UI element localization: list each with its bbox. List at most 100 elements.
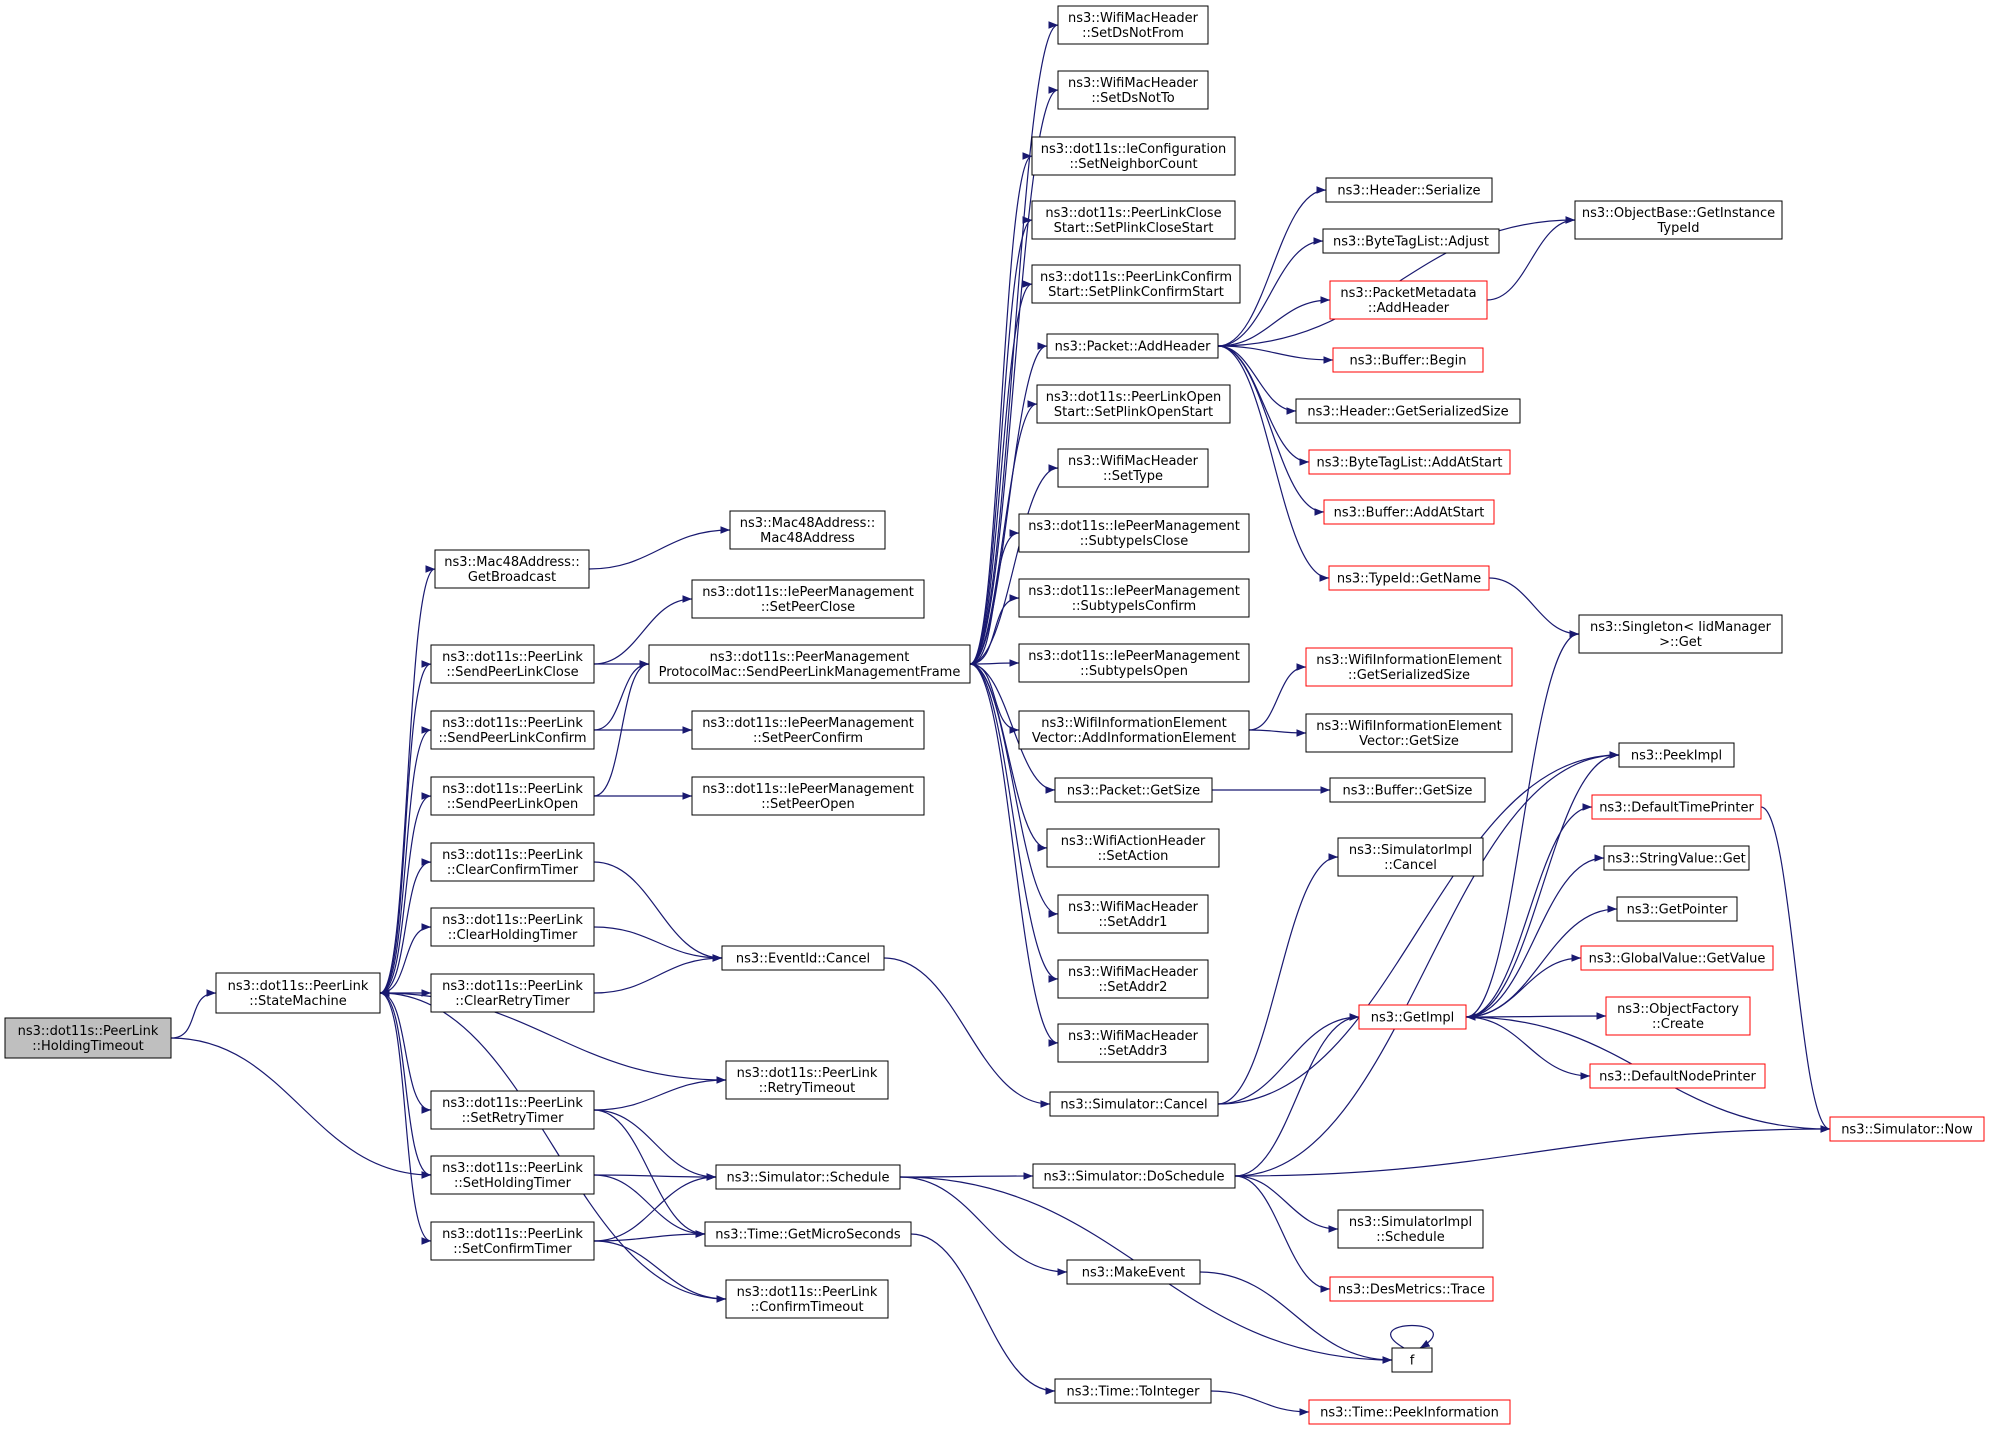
call-edge: [1465, 751, 1620, 1018]
function-node[interactable]: ns3::dot11s::PeerLink::HoldingTimeout: [4, 1017, 172, 1059]
function-node[interactable]: ns3::dot11s::IePeerManagement::SubtypeIs…: [1018, 643, 1250, 683]
node-label: ns3::dot11s::PeerLink: [442, 1227, 583, 1242]
function-node[interactable]: ns3::PacketMetadata::AddHeader: [1329, 280, 1488, 320]
function-node[interactable]: ns3::SimulatorImpl::Schedule: [1337, 1209, 1484, 1249]
node-box: [1049, 1091, 1219, 1117]
function-node[interactable]: ns3::dot11s::PeerLink::SetRetryTimer: [430, 1090, 595, 1130]
node-label: ns3::Header::GetSerializedSize: [1307, 405, 1508, 420]
function-node[interactable]: ns3::WifiMacHeader::SetAddr3: [1057, 1023, 1209, 1063]
node-label: ns3::dot11s::PeerLink: [228, 979, 369, 994]
function-node[interactable]: ns3::StringValue::Get: [1603, 845, 1750, 871]
function-node[interactable]: ns3::DesMetrics::Trace: [1329, 1276, 1494, 1302]
function-node[interactable]: ns3::Packet::GetSize: [1054, 777, 1213, 803]
function-node[interactable]: ns3::Header::Serialize: [1325, 177, 1493, 203]
function-node[interactable]: ns3::WifiInformationElement::GetSerializ…: [1305, 647, 1513, 687]
function-node[interactable]: ns3::dot11s::PeerLink::ClearHoldingTimer: [430, 907, 595, 947]
function-node[interactable]: ns3::dot11s::IePeerManagement::SubtypeIs…: [1018, 513, 1250, 553]
function-node[interactable]: ns3::dot11s::PeerLink::StateMachine: [215, 972, 381, 1014]
node-box: [1323, 499, 1495, 525]
node-label: ::SetConfirmTimer: [453, 1242, 572, 1257]
function-node[interactable]: ns3::Time::ToInteger: [1054, 1378, 1212, 1404]
call-edge: [379, 726, 432, 994]
function-node[interactable]: ns3::PeekImpl: [1618, 742, 1735, 768]
function-node[interactable]: ns3::WifiInformationElementVector::AddIn…: [1018, 710, 1250, 750]
node-box: [1308, 1399, 1511, 1425]
function-node[interactable]: ns3::dot11s::PeerLink::SendPeerLinkConfi…: [430, 710, 595, 750]
function-node[interactable]: ns3::DefaultNodePrinter: [1589, 1063, 1766, 1089]
function-node[interactable]: f: [1391, 1347, 1433, 1373]
function-node[interactable]: ns3::Buffer::Begin: [1332, 347, 1484, 373]
function-node[interactable]: ns3::dot11s::IePeerManagement::SetPeerCl…: [691, 579, 925, 619]
function-node[interactable]: ns3::ByteTagList::AddAtStart: [1308, 449, 1511, 475]
function-node[interactable]: ns3::Simulator::Now: [1829, 1116, 1985, 1142]
call-edge: [593, 861, 723, 962]
call-edge: [1248, 663, 1307, 731]
function-node[interactable]: ns3::dot11s::PeerLink::SetConfirmTimer: [430, 1221, 595, 1261]
node-label: ::SetHoldingTimer: [454, 1176, 572, 1191]
function-node[interactable]: ns3::dot11s::PeerLink::ClearConfirmTimer: [430, 842, 595, 882]
call-edge: [1390, 1324, 1434, 1349]
node-box: [704, 1221, 912, 1247]
call-edge: [969, 594, 1020, 665]
node-label: ::SetPeerClose: [761, 600, 855, 615]
function-node[interactable]: ns3::MakeEvent: [1066, 1259, 1201, 1285]
function-node[interactable]: ns3::dot11s::PeerLink::ConfirmTimeout: [725, 1279, 889, 1319]
function-node[interactable]: ns3::WifiMacHeader::SetAddr2: [1057, 959, 1209, 999]
node-label: f: [1410, 1354, 1415, 1369]
function-node[interactable]: ns3::dot11s::PeerLink::SetHoldingTimer: [430, 1155, 595, 1195]
call-edge: [969, 152, 1033, 665]
call-edge: [1234, 1175, 1339, 1233]
function-node[interactable]: ns3::dot11s::PeerManagementProtocolMac::…: [648, 644, 971, 684]
function-node[interactable]: ns3::Packet::AddHeader: [1046, 333, 1219, 359]
function-node[interactable]: ns3::WifiMacHeader::SetAddr1: [1057, 894, 1209, 934]
function-node[interactable]: ns3::EventId::Cancel: [721, 945, 885, 971]
node-box: [1031, 136, 1236, 176]
function-node[interactable]: ns3::Buffer::AddAtStart: [1323, 499, 1495, 525]
function-node[interactable]: ns3::Mac48Address::GetBroadcast: [434, 549, 590, 589]
node-box: [1337, 1209, 1484, 1249]
function-node[interactable]: ns3::Simulator::DoSchedule: [1032, 1163, 1236, 1189]
function-node[interactable]: ns3::dot11s::PeerLinkCloseStart::SetPlin…: [1031, 200, 1236, 240]
function-node[interactable]: ns3::TypeId::GetName: [1328, 565, 1490, 591]
function-node[interactable]: ns3::dot11s::IePeerManagement::SetPeerOp…: [691, 776, 925, 816]
function-node[interactable]: ns3::WifiMacHeader::SetType: [1057, 448, 1209, 488]
function-node[interactable]: ns3::Header::GetSerializedSize: [1295, 398, 1521, 424]
function-node[interactable]: ns3::WifiMacHeader::SetDsNotFrom: [1057, 5, 1209, 45]
function-node[interactable]: ns3::dot11s::PeerLinkOpenStart::SetPlink…: [1036, 384, 1231, 424]
function-node[interactable]: ns3::Simulator::Schedule: [715, 1164, 901, 1190]
function-node[interactable]: ns3::WifiInformationElementVector::GetSi…: [1305, 713, 1513, 753]
call-edge: [1217, 237, 1324, 347]
function-node[interactable]: ns3::ObjectFactory::Create: [1605, 996, 1751, 1036]
function-node[interactable]: ns3::GetPointer: [1616, 896, 1738, 922]
call-edge: [1486, 216, 1576, 301]
function-node[interactable]: ns3::dot11s::PeerLink::ClearRetryTimer: [430, 973, 595, 1013]
function-node[interactable]: ns3::WifiActionHeader::SetAction: [1046, 828, 1220, 868]
function-node[interactable]: ns3::Mac48Address::Mac48Address: [729, 510, 886, 550]
node-label: ns3::dot11s::PeerLinkClose: [1045, 206, 1221, 221]
function-node[interactable]: ns3::Singleton< IidManager >::Get: [1578, 614, 1783, 654]
function-node[interactable]: ns3::ByteTagList::Adjust: [1322, 228, 1500, 254]
function-node[interactable]: ns3::Buffer::GetSize: [1329, 777, 1486, 803]
function-node[interactable]: ns3::dot11s::PeerLink::SendPeerLinkClose: [430, 644, 595, 684]
function-node[interactable]: ns3::dot11s::PeerLink::RetryTimeout: [725, 1060, 889, 1100]
function-node[interactable]: ns3::DefaultTimePrinter: [1591, 794, 1762, 820]
function-node[interactable]: ns3::Time::GetMicroSeconds: [704, 1221, 912, 1247]
function-node[interactable]: ns3::dot11s::PeerLink::SendPeerLinkOpen: [430, 776, 595, 816]
node-label: ns3::dot11s::PeerLink: [442, 650, 583, 665]
call-edge: [1217, 186, 1327, 347]
function-node[interactable]: ns3::GetImpl: [1358, 1004, 1467, 1030]
call-edge: [593, 660, 650, 797]
call-edge: [1234, 1175, 1331, 1293]
function-node[interactable]: ns3::SimulatorImpl::Cancel: [1337, 837, 1484, 877]
function-node[interactable]: ns3::Time::PeekInformation: [1308, 1399, 1511, 1425]
function-node[interactable]: ns3::dot11s::IePeerManagement::SetPeerCo…: [691, 710, 925, 750]
function-node[interactable]: ns3::dot11s::IeConfiguration::SetNeighbo…: [1031, 136, 1236, 176]
function-node[interactable]: ns3::WifiMacHeader::SetDsNotTo: [1057, 70, 1209, 110]
function-node[interactable]: ns3::dot11s::IePeerManagement::SubtypeIs…: [1018, 578, 1250, 618]
function-node[interactable]: ns3::dot11s::PeerLinkConfirmStart::SetPl…: [1031, 264, 1241, 304]
node-box: [1018, 643, 1250, 683]
node-label: ns3::dot11s::PeerLinkOpen: [1046, 390, 1221, 405]
function-node[interactable]: ns3::GlobalValue::GetValue: [1580, 945, 1774, 971]
function-node[interactable]: ns3::Simulator::Cancel: [1049, 1091, 1219, 1117]
